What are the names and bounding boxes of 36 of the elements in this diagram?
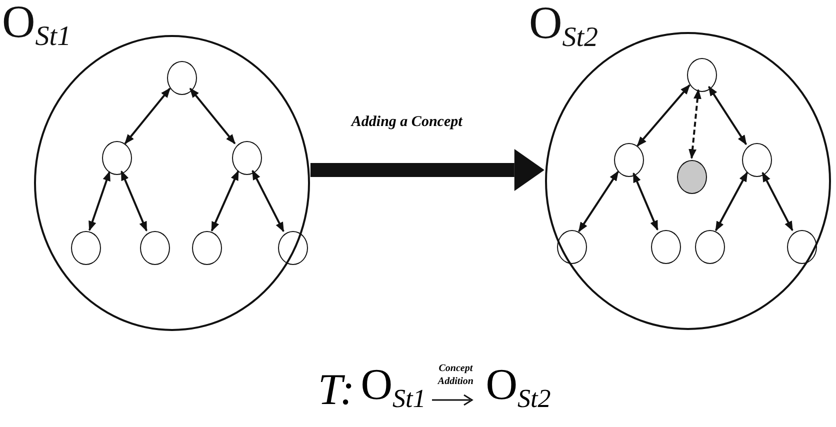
formula-symbol: O$_{St2}$ xyxy=(486,363,551,412)
arrow xyxy=(120,170,148,232)
arrow xyxy=(708,86,747,146)
formula-symbol: O$_{St1}$ xyxy=(360,363,426,412)
arrow xyxy=(714,172,748,232)
formula-symbol: T: xyxy=(318,368,355,412)
added-concept-circle xyxy=(677,160,707,194)
arrow-annotation: Concept Addition xyxy=(436,362,474,388)
arrow xyxy=(189,88,236,144)
concept-circle xyxy=(232,141,262,175)
concept-circle xyxy=(695,230,725,264)
edge-label: Adding a Concept xyxy=(349,114,464,131)
concept-circle xyxy=(278,231,308,265)
block-arrow xyxy=(310,149,544,191)
arrow xyxy=(210,170,240,232)
concept-circle xyxy=(557,230,587,264)
concept-circle xyxy=(71,231,101,265)
arrow xyxy=(252,170,284,232)
concept-circle xyxy=(651,230,681,264)
arrow xyxy=(688,88,702,160)
concept-circle xyxy=(742,143,772,177)
ontology-heading: O$_{St2}$ xyxy=(529,0,598,52)
arrow xyxy=(632,172,658,231)
concept-circle xyxy=(102,141,132,175)
arrow xyxy=(636,84,690,147)
concept-circle xyxy=(787,230,817,264)
arrow xyxy=(124,88,171,144)
arrow xyxy=(88,170,110,232)
concept-circle xyxy=(192,231,222,265)
arrow xyxy=(578,170,619,232)
concept-circle xyxy=(167,61,197,95)
concept-circle xyxy=(687,58,717,92)
ontology-heading: O$_{St1}$ xyxy=(2,0,72,51)
concept-circle xyxy=(614,143,644,177)
concept-circle xyxy=(140,231,170,265)
arrow xyxy=(762,172,794,232)
